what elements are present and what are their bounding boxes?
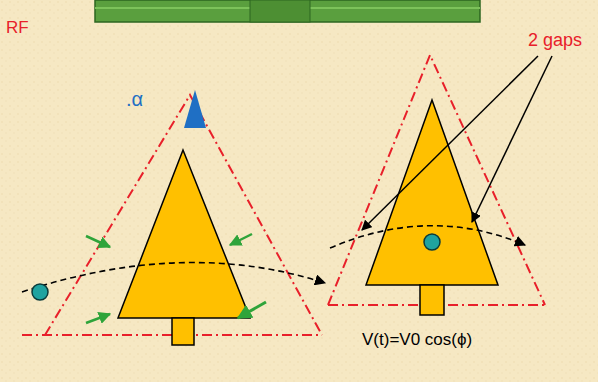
rf-cavity [95, 0, 480, 22]
callout-label: 2 gaps [528, 30, 582, 51]
right-figure [328, 55, 552, 315]
left-figure [22, 90, 325, 345]
voltage-formula: V(t)=V0 cos(ϕ) [362, 330, 472, 350]
angle-label: .α [126, 88, 143, 111]
part-label: RF [6, 18, 29, 38]
